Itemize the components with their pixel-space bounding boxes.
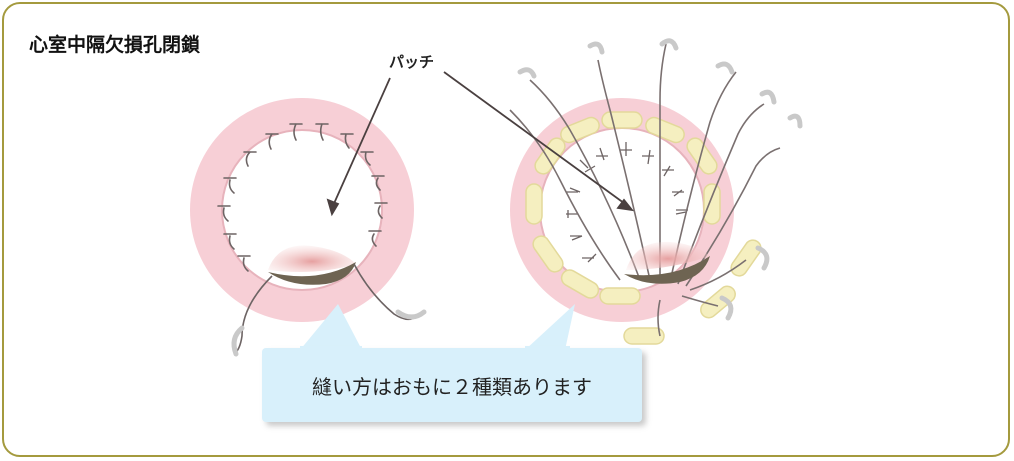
speech-bubble xyxy=(262,304,642,422)
caption-text: 縫い方はおもに２種類あります xyxy=(312,374,592,399)
page-title: 心室中隔欠損孔閉鎖 xyxy=(29,34,201,56)
left-stitches xyxy=(217,123,388,272)
left-diagram-interrupted xyxy=(190,98,427,357)
right-suture-needle-ends xyxy=(517,38,803,321)
patch-label: パッチ xyxy=(389,53,435,71)
left-defect-hole xyxy=(222,130,382,290)
right-patch-highlight xyxy=(626,241,710,270)
right-patch xyxy=(624,256,710,284)
right-diagram-pledgeted xyxy=(509,38,803,345)
patch-arrows xyxy=(326,71,635,217)
right-inner-stitches xyxy=(566,142,688,263)
left-patch-highlight xyxy=(268,245,356,272)
right-suture-strands xyxy=(509,43,781,337)
right-pledgets xyxy=(525,111,762,345)
left-patch xyxy=(268,262,356,285)
